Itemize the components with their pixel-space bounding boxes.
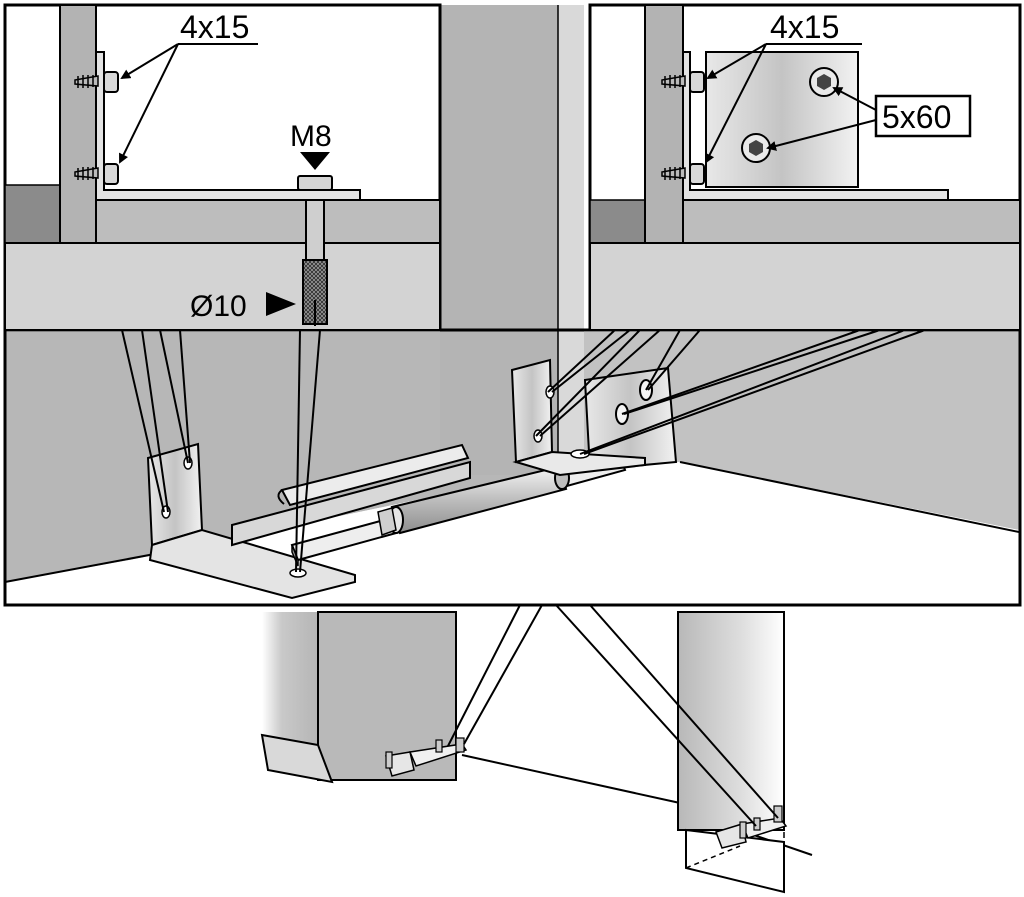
back-wall-left [5, 332, 560, 582]
left-cabinet-plinth [260, 733, 334, 784]
bolt-label: M8 [290, 120, 332, 153]
cabinet-overview [260, 604, 813, 894]
right-cabinet-side [677, 611, 785, 831]
angle-bracket-profile [95, 51, 361, 201]
bolt-size-box [874, 94, 972, 138]
detail-left-top: 4x15 M8 Ø10 [3, 3, 442, 332]
left-cabinet-side [262, 612, 318, 745]
side-panel-left [59, 4, 97, 244]
screw-label-left: 4x15 [180, 9, 249, 45]
anchor-bolt [297, 175, 333, 326]
drill-arrow [266, 292, 296, 316]
wood-screw-top [74, 71, 119, 93]
right-cabinet-plinth [685, 828, 785, 894]
detail-right-top: 4x15 5x60 [588, 3, 1022, 332]
wood-screw-bottom [74, 163, 119, 185]
small-bracket-left [385, 737, 468, 777]
base-plinth-left [95, 199, 441, 244]
cabinet-base-dark [4, 184, 61, 244]
side-panel-right [644, 4, 684, 244]
back-wall-right [560, 332, 1019, 530]
wood-screw-right-top [661, 71, 705, 93]
floor-section-right [589, 242, 1021, 331]
bolt-size-label: 5x60 [882, 99, 951, 135]
screw-label-right: 4x15 [770, 9, 839, 45]
mounting-plate-profile [682, 51, 949, 201]
callout-lines-bottom [447, 604, 779, 827]
base-plinth-right [682, 199, 1021, 244]
callout-lines-top [121, 329, 926, 573]
bolt-arrow [300, 152, 330, 170]
drill-diameter-label: Ø10 [190, 290, 247, 323]
main-detail-panel [3, 5, 1022, 607]
floor-section-left [4, 242, 441, 331]
wood-screw-right-bottom [661, 163, 705, 185]
panel-border [3, 328, 1022, 607]
